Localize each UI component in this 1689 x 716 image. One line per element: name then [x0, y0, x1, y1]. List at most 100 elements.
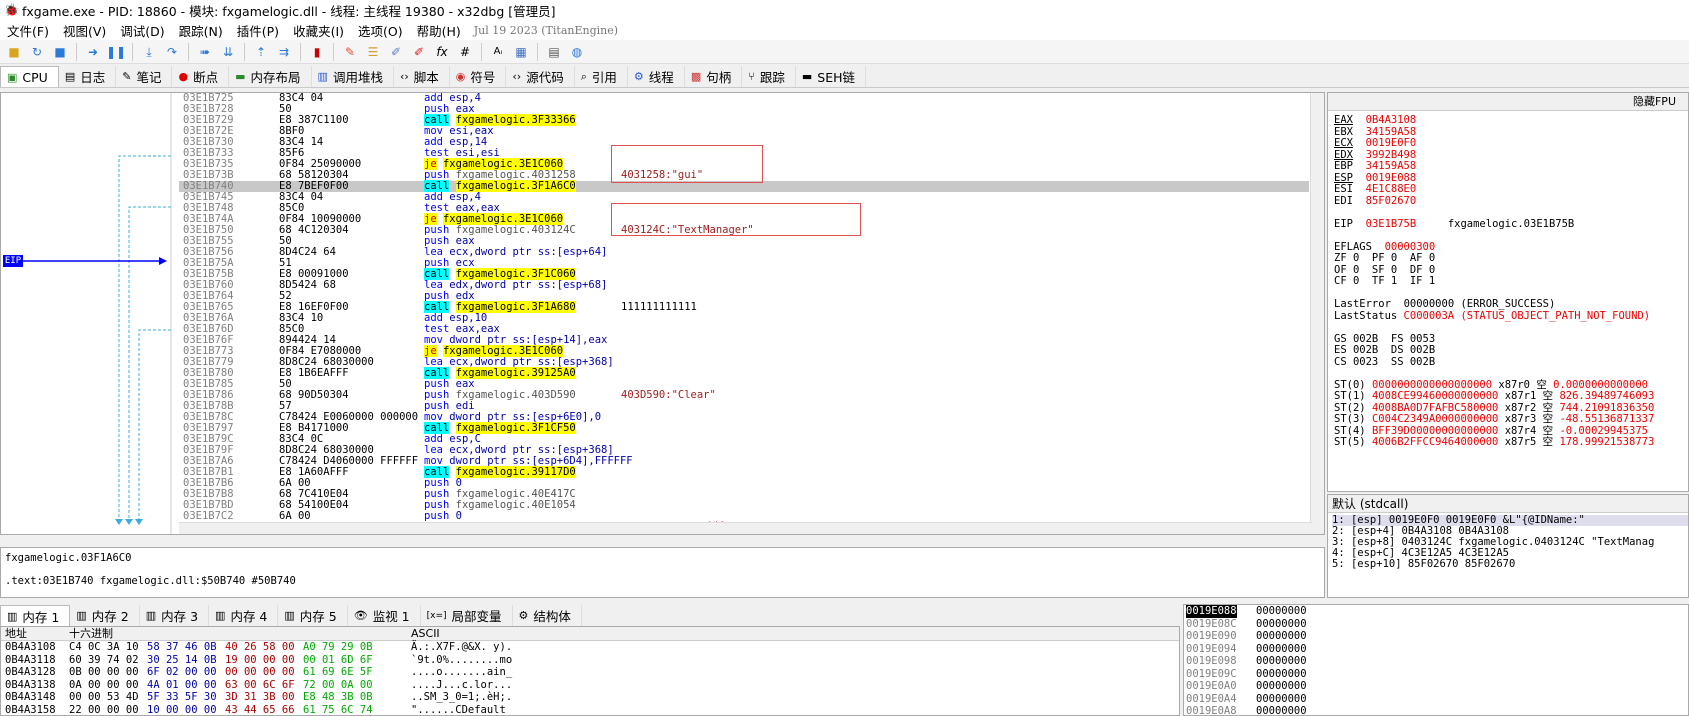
disassembly-horizontal-scrollbar[interactable]: [179, 522, 1312, 534]
tab-handles[interactable]: ▩句柄: [685, 66, 743, 87]
globe-icon[interactable]: ◍: [571, 44, 583, 59]
call-argument-row[interactable]: 3: [esp+8] 0403124C fxgamelogic.0403124C…: [1332, 536, 1655, 548]
hash-icon[interactable]: #: [459, 44, 471, 59]
call-argument-row[interactable]: 5: [esp+10] 85F02670 85F02670: [1332, 558, 1516, 570]
font-icon[interactable]: Aᵢ: [493, 45, 503, 57]
dump-tab-6[interactable]: 👁监视 1: [348, 605, 421, 626]
dump-tab-4[interactable]: ▥内存 4: [209, 605, 279, 626]
menu-options[interactable]: 选项(O): [358, 23, 403, 39]
scylla-icon[interactable]: ▮: [313, 44, 321, 59]
trace-over-icon[interactable]: ⇊: [222, 44, 234, 59]
hide-fpu-button[interactable]: 隐藏FPU: [1328, 93, 1688, 111]
menu-plugins[interactable]: 插件(P): [236, 23, 280, 39]
register-value[interactable]: 85F02670: [1365, 194, 1417, 207]
disassembly-vertical-scrollbar[interactable]: [1310, 93, 1324, 534]
patches-icon[interactable]: ✎: [344, 44, 356, 59]
restart-icon[interactable]: ↻: [31, 44, 43, 59]
segment-text[interactable]: GS 002B FS 0053: [1334, 332, 1436, 345]
tab-cpu[interactable]: ▣CPU: [0, 66, 59, 87]
dump-tab-7[interactable]: [x=]局部变量: [421, 605, 513, 626]
close-icon[interactable]: ■: [54, 44, 66, 59]
flag-text[interactable]: CF 0 TF 1 IF 1: [1334, 275, 1436, 287]
comments-icon[interactable]: ☰: [367, 44, 379, 59]
execute-till-return-icon[interactable]: ⇡: [255, 44, 267, 59]
tab-call-stack[interactable]: ▥调用堆栈: [312, 66, 394, 87]
labels-icon[interactable]: ✐: [390, 44, 402, 59]
pause-icon[interactable]: ❚❚: [105, 44, 127, 59]
flag-text[interactable]: OF 0 SF 0 DF 0: [1334, 263, 1436, 276]
tab-script[interactable]: ‹›脚本: [394, 66, 450, 87]
dump-tab-8[interactable]: ⚙结构体: [513, 605, 582, 626]
register-value[interactable]: 0019E088: [1365, 171, 1417, 184]
dump-tab-3[interactable]: ▥内存 3: [140, 605, 210, 626]
register-value[interactable]: 34159A58: [1365, 160, 1417, 172]
tab-log[interactable]: ▤日志: [59, 66, 117, 87]
call-argument-row[interactable]: 1: [esp] 0019E0F0 0019E0F0 &L"{@IDName:": [1332, 515, 1688, 526]
run-icon[interactable]: ➜: [87, 44, 99, 59]
dump-tab-5[interactable]: ▥内存 5: [278, 605, 348, 626]
menu-file[interactable]: 文件(F): [7, 23, 49, 39]
tab-breakpoints[interactable]: ●断点: [172, 66, 230, 87]
dump-tab-1[interactable]: ▥内存 1: [0, 605, 71, 626]
register-value[interactable]: 34159A58: [1365, 125, 1417, 138]
register-value[interactable]: 00000300: [1384, 240, 1436, 253]
register-value[interactable]: 4E1C88E0: [1365, 183, 1417, 195]
menu-view[interactable]: 视图(V): [62, 23, 107, 39]
tab-references[interactable]: ⌕引用: [575, 66, 628, 87]
step-over-icon[interactable]: ↷: [166, 44, 178, 59]
register-value[interactable]: 0019E0F0: [1365, 137, 1417, 149]
trace-into-icon[interactable]: ➠: [199, 44, 211, 59]
calling-convention-selector[interactable]: 默认 (stdcall): [1328, 495, 1688, 513]
settings-icon[interactable]: ▤: [548, 44, 560, 59]
tab-source[interactable]: ‹›源代码: [506, 66, 575, 87]
menu-favourites[interactable]: 收藏夹(I): [293, 23, 345, 39]
register-value[interactable]: 0B4A3108: [1365, 114, 1417, 126]
menu-debug[interactable]: 调试(D): [120, 23, 165, 39]
functions-icon[interactable]: fx: [436, 44, 448, 59]
dump-tab-2[interactable]: ▥内存 2: [70, 605, 140, 626]
open-icon[interactable]: ■: [8, 44, 20, 59]
calculator-icon[interactable]: ▦: [515, 44, 527, 59]
segment-text[interactable]: ES 002B DS 002B: [1334, 344, 1436, 356]
call-argument-row[interactable]: 2: [esp+4] 0B4A3108 0B4A3108: [1332, 525, 1510, 537]
menu-help[interactable]: 帮助(H): [416, 23, 461, 39]
